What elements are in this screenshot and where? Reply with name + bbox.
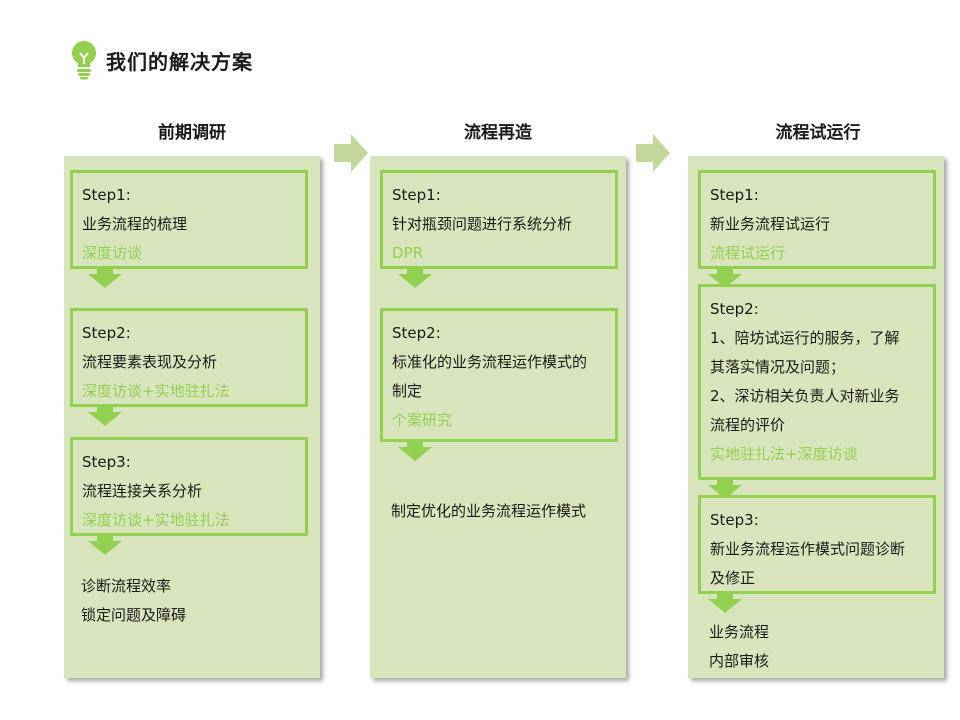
chevron-right-icon — [636, 134, 670, 172]
step-description: 流程连接关系分析 — [82, 482, 203, 500]
step-description: 流程的评价 — [710, 416, 786, 434]
step-method: DPR — [392, 244, 424, 262]
step-method: 深度访谈 — [82, 244, 143, 262]
step-description: 及修正 — [710, 569, 756, 587]
step-description: 业务流程的梳理 — [82, 215, 188, 233]
step-description: 新业务流程试运行 — [710, 215, 831, 233]
result-text: 内部审核 — [709, 652, 770, 670]
step-box: Step1: 新业务流程试运行 流程试运行 — [698, 170, 936, 269]
step-label: Step1: — [710, 186, 759, 204]
step-description: 制定 — [392, 382, 423, 400]
step-method: 流程试运行 — [710, 244, 786, 262]
step-label: Step2: — [82, 324, 131, 342]
result-text: 制定优化的业务流程运作模式 — [391, 502, 587, 520]
arrow-down-icon — [88, 533, 122, 555]
title-row: 我们的解决方案 — [70, 40, 253, 80]
step-label: Step2: — [710, 300, 759, 318]
result-text: 诊断流程效率 — [81, 577, 172, 595]
step-box: Step3: 新业务流程运作模式问题诊断 及修正 — [698, 495, 936, 594]
step-box: Step3: 流程连接关系分析 深度访谈+实地驻扎法 — [70, 437, 308, 536]
result-text: 业务流程 — [709, 623, 770, 641]
step-label: Step3: — [710, 511, 759, 529]
step-description: 标准化的业务流程运作模式的 — [392, 353, 588, 371]
column-header-research: 前期调研 — [158, 123, 226, 143]
step-method: 深度访谈+实地驻扎法 — [82, 511, 230, 529]
arrow-down-icon — [708, 591, 742, 613]
step-description: 流程要素表现及分析 — [82, 353, 218, 371]
page-title: 我们的解决方案 — [106, 49, 253, 74]
step-label: Step3: — [82, 453, 131, 471]
step-label: Step2: — [392, 324, 441, 342]
step-method: 实地驻扎法+深度访谈 — [710, 445, 858, 463]
lightbulb-icon — [72, 41, 96, 80]
arrow-down-icon — [708, 266, 742, 288]
step-box: Step1: 针对瓶颈问题进行系统分析 DPR — [380, 170, 618, 269]
column-header-trial-run: 流程试运行 — [775, 123, 861, 143]
step-description: 针对瓶颈问题进行系统分析 — [392, 215, 573, 233]
step-method: 个案研究 — [392, 411, 453, 429]
step-description: 新业务流程运作模式问题诊断 — [710, 540, 906, 558]
result-text: 锁定问题及障碍 — [81, 606, 187, 624]
chevron-right-icon — [334, 134, 368, 172]
step-box: Step1: 业务流程的梳理 深度访谈 — [70, 170, 308, 269]
step-description: 1、陪坊试运行的服务，了解 — [710, 329, 900, 347]
step-box: Step2: 流程要素表现及分析 深度访谈+实地驻扎法 — [70, 308, 308, 407]
step-label: Step1: — [82, 186, 131, 204]
step-description: 其落实情况及问题； — [710, 358, 846, 376]
arrow-down-icon — [398, 266, 432, 288]
step-description: 2、深访相关负责人对新业务 — [710, 387, 900, 405]
column-header-redesign: 流程再造 — [464, 123, 532, 143]
arrow-down-icon — [708, 477, 742, 499]
arrow-down-icon — [88, 266, 122, 288]
step-box: Step2: 标准化的业务流程运作模式的 制定 个案研究 — [380, 308, 618, 442]
step-method: 深度访谈+实地驻扎法 — [82, 382, 230, 400]
step-box: Step2: 1、陪坊试运行的服务，了解 其落实情况及问题； 2、深访相关负责人… — [698, 284, 936, 480]
arrow-down-icon — [88, 404, 122, 426]
step-label: Step1: — [392, 186, 441, 204]
arrow-down-icon — [398, 439, 432, 461]
